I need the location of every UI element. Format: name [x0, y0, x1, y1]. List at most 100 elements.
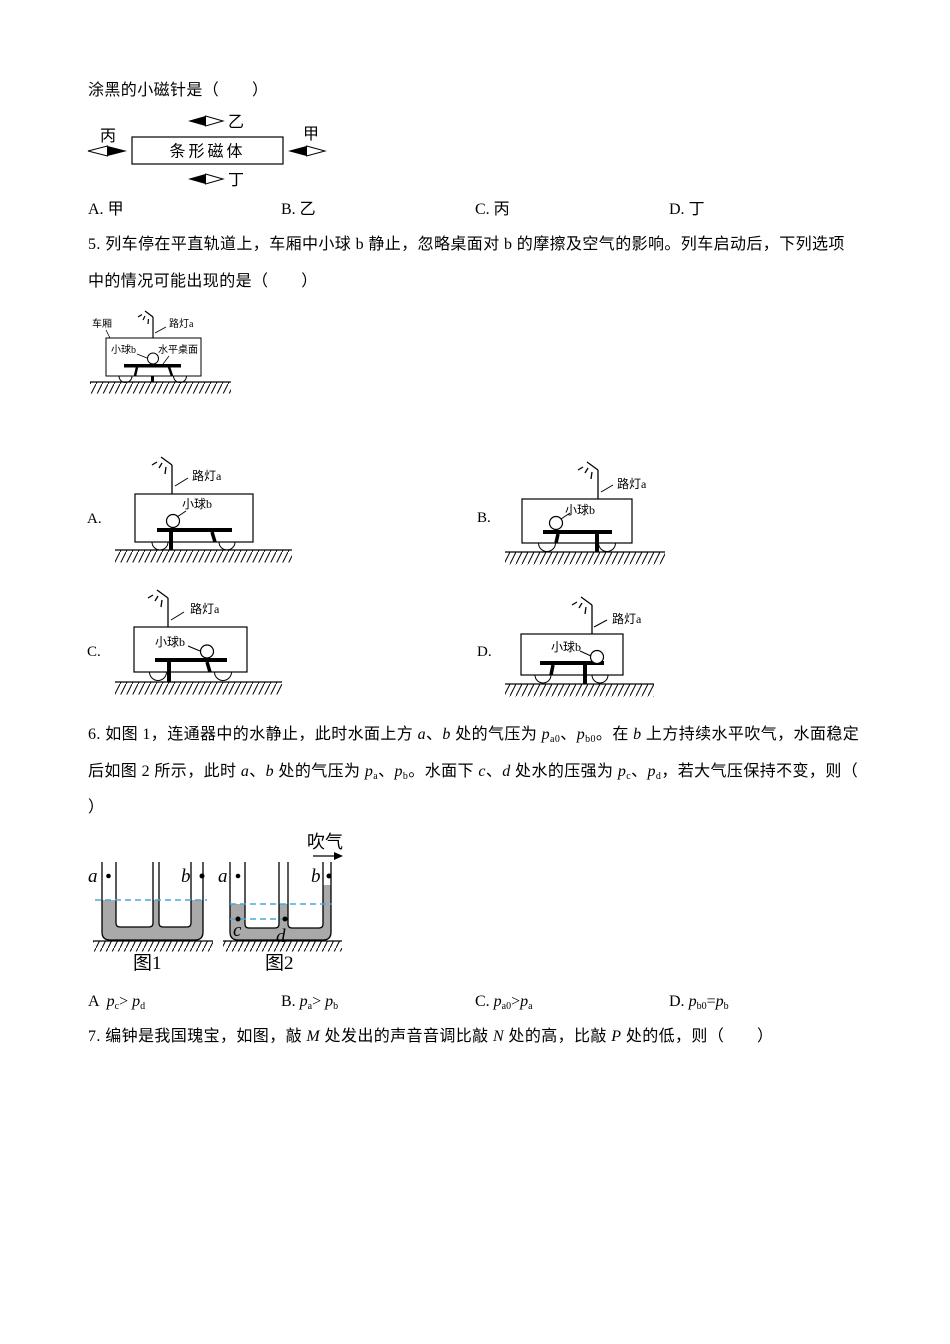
option-key: B. — [281, 993, 300, 1010]
carriage — [133, 626, 248, 673]
var-a: a — [417, 726, 427, 743]
text-segment: 上方持续水平吹气，水面稳定 — [641, 726, 860, 743]
street-lamp-icon — [137, 310, 154, 338]
wheel-icon — [214, 671, 232, 681]
ball-b — [589, 649, 605, 665]
connected-vessel-figure-1: a b 图1 — [88, 862, 213, 974]
q5-option-c-key: C. — [87, 644, 101, 660]
lamp-label: 路灯a — [612, 611, 642, 626]
train-figure-option-d: 路灯a 小球b — [505, 596, 654, 697]
var-p: p — [493, 993, 502, 1010]
text-segment: 后如图 2 所示，此时 — [88, 763, 241, 780]
q4-option-a: A. 甲 — [88, 199, 124, 221]
compass-needle-icon-top — [188, 115, 225, 127]
var-p: p — [617, 763, 627, 780]
subscript: d — [140, 1001, 146, 1012]
text-segment: 、 — [378, 763, 395, 780]
q7-stem-line-1: 7. 编钟是我国瑰宝，如图，敲 M 处发出的声音音调比敲 N 处的高，比敲 P … — [88, 1026, 773, 1048]
point-d-label: d — [276, 926, 286, 947]
point-b-label: b — [181, 866, 191, 887]
operator: > — [119, 993, 133, 1010]
option-key: A. — [88, 201, 104, 218]
option-key: C. — [475, 201, 490, 218]
table-top — [155, 658, 227, 662]
option-key: D. — [669, 993, 689, 1010]
needle-label-bottom: 丁 — [228, 172, 244, 189]
text-segment: 处的低，则（ ） — [621, 1028, 774, 1045]
ball-label: 小球b — [565, 503, 595, 517]
option-key: C. — [475, 993, 494, 1010]
text-segment: 处的气压为 — [450, 726, 542, 743]
subscript: b — [402, 771, 409, 782]
ball-b — [165, 513, 181, 529]
street-lamp-icon — [147, 589, 169, 627]
option-key: B. — [281, 201, 296, 218]
text-segment: ，若大气压保持不变，则（ — [661, 763, 859, 780]
figure-2-caption: 图2 — [265, 953, 294, 974]
text-segment: 处水的压强为 — [510, 763, 618, 780]
wheel-icon — [149, 671, 167, 681]
option-key: D. — [669, 201, 685, 218]
figure-1-caption: 图1 — [133, 953, 162, 974]
subscript: b — [333, 1001, 339, 1012]
connected-vessel-figure-2: a b c d 吹气 图2 — [218, 832, 343, 974]
q5-stem-line-2: 中的情况可能出现的是（ ） — [88, 273, 318, 290]
street-lamp-icon — [151, 456, 173, 494]
needle-label-right: 甲 — [303, 126, 319, 143]
ground-hatch — [90, 382, 231, 394]
lamp-label: 路灯a — [190, 601, 220, 616]
train-figure-option-b: 路灯a 小球b — [505, 461, 665, 565]
text-segment: 6. 如图 1，连通器中的水静止，此时水面上方 — [88, 726, 418, 743]
q5-option-d-key: D. — [477, 644, 492, 660]
point-a-label: a — [88, 866, 98, 887]
q5-stem-line-1: 5. 列车停在平直轨道上，车厢中小球 b 静止，忽略桌面对 b 的摩擦及空气的影… — [88, 236, 845, 253]
var-b: b — [442, 726, 451, 743]
var-b: b — [265, 763, 275, 780]
subscript: a0 — [501, 1001, 512, 1012]
table-top — [540, 661, 604, 665]
var-p: p — [364, 763, 374, 780]
needle-label-left: 丙 — [100, 128, 116, 145]
var-a: a — [240, 763, 250, 780]
q6-option-c: C. pa0>pa — [475, 991, 533, 1013]
text-segment: 处的气压为 — [274, 763, 365, 780]
subscript: d — [655, 771, 662, 782]
var-p: p — [715, 993, 724, 1010]
point-b-label: b — [311, 866, 321, 887]
subscript: b0 — [696, 1001, 707, 1012]
var-p: P — [611, 1028, 622, 1045]
ball-label: 小球b — [155, 635, 185, 649]
wheel-icon — [173, 375, 187, 383]
point-a-label: a — [218, 866, 228, 887]
q6-stem-line-3: ） — [88, 797, 104, 819]
q5-option-b-key: B. — [477, 510, 491, 526]
text-segment: 、 — [249, 763, 266, 780]
carriage — [520, 633, 624, 676]
table-top — [543, 530, 612, 534]
var-p: p — [106, 993, 115, 1010]
wheel-icon — [538, 542, 556, 552]
text-segment: 。水面下 — [408, 763, 479, 780]
option-key: A — [88, 993, 107, 1010]
option-text: 丁 — [688, 201, 705, 218]
text-segment: 、 — [485, 763, 503, 780]
text-segment: 。在 — [595, 726, 634, 743]
ball-label: 小球b — [551, 640, 581, 654]
ball-label: 小球b — [111, 343, 136, 356]
q6-stem-line-1: 6. 如图 1，连通器中的水静止，此时水面上方 a、b 处的气压为 pa0、pb… — [88, 724, 859, 746]
operator: = — [706, 993, 716, 1010]
var-n: N — [492, 1028, 505, 1045]
text-segment: ） — [88, 799, 105, 816]
var-c: c — [478, 763, 486, 780]
var-d: d — [502, 763, 511, 780]
q4-stem-tail: 涂黑的小磁针是（ ） — [88, 82, 269, 99]
carriage-label: 车厢 — [92, 317, 112, 330]
option-text: 甲 — [107, 201, 124, 218]
bar-magnet-figure: 条形磁体 乙 丙 甲 丁 — [87, 114, 327, 189]
var-p: p — [132, 993, 141, 1010]
wheel-icon — [534, 674, 552, 684]
text-segment: 7. 编钟是我国瑰宝，如图，敲 — [88, 1028, 307, 1045]
var-p: p — [394, 763, 403, 780]
q4-option-d: D. 丁 — [669, 199, 705, 221]
street-lamp-icon — [577, 461, 599, 499]
